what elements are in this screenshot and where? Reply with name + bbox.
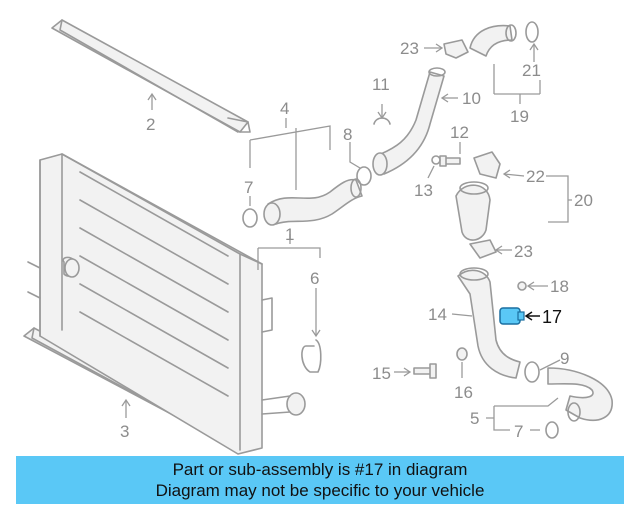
part-8-clamp (356, 166, 372, 186)
leader-lines (121, 42, 572, 431)
callout-20: 20 (574, 191, 593, 210)
callout-4: 4 (280, 99, 289, 118)
part-13-washer (431, 155, 441, 165)
callout-6: 6 (310, 269, 319, 288)
part-9-clamp (524, 361, 540, 383)
part-5-hose (547, 367, 613, 422)
part-21-ring (525, 21, 539, 43)
part-2-upper-strip (51, 19, 251, 133)
callout-labels: 2 3 4 8 7 1 6 23 21 19 10 11 12 13 22 20… (120, 39, 593, 441)
callout-23-lower: 23 (514, 242, 533, 261)
part-10-charge-pipe (372, 67, 446, 176)
info-banner: Part or sub-assembly is #17 in diagram D… (16, 456, 624, 504)
callout-2: 2 (146, 115, 155, 134)
part-20-hose (455, 181, 491, 241)
callout-5: 5 (470, 409, 479, 428)
callout-13: 13 (414, 181, 433, 200)
part-23-bracket-lower (469, 239, 497, 259)
callout-7-upper: 7 (244, 178, 253, 197)
callout-15: 15 (372, 364, 391, 383)
part-15-bolt (413, 363, 437, 379)
callout-17-highlighted: 17 (542, 307, 562, 327)
callout-8: 8 (343, 125, 352, 144)
part-19-hose (469, 24, 517, 57)
banner-disclaimer-line: Diagram may not be specific to your vehi… (155, 481, 485, 500)
part-6-clip (301, 339, 322, 373)
callout-23-upper: 23 (400, 39, 419, 58)
part-7-clamp-upper (242, 208, 258, 228)
callout-9: 9 (560, 349, 569, 368)
part-23-bracket-upper (443, 39, 469, 59)
parts-diagram: 2 3 4 8 7 1 6 23 21 19 10 11 12 13 22 20… (23, 19, 613, 455)
part-4-hose (263, 178, 363, 226)
part-16-grommet (456, 347, 468, 361)
callout-12: 12 (450, 123, 469, 142)
part-22-bracket (473, 151, 501, 179)
banner-part-line: Part or sub-assembly is #17 in diagram (172, 460, 468, 479)
callout-7-lower: 7 (514, 422, 523, 441)
part-14-pipe (457, 267, 521, 379)
callout-19: 19 (510, 107, 529, 126)
callout-21: 21 (522, 61, 541, 80)
callout-18: 18 (550, 277, 569, 296)
part-1-intercooler (27, 153, 306, 455)
callout-3: 3 (120, 422, 129, 441)
callout-10: 10 (462, 89, 481, 108)
callout-16: 16 (454, 383, 473, 402)
part-18-bolt (517, 281, 527, 291)
part-12-bolt (439, 155, 461, 167)
callout-1: 1 (285, 225, 294, 244)
callout-14: 14 (428, 305, 447, 324)
part-7-clamp-lower (545, 421, 559, 439)
callout-11: 11 (372, 75, 390, 94)
part-17-sensor-highlighted (499, 307, 525, 325)
callout-22: 22 (526, 167, 545, 186)
